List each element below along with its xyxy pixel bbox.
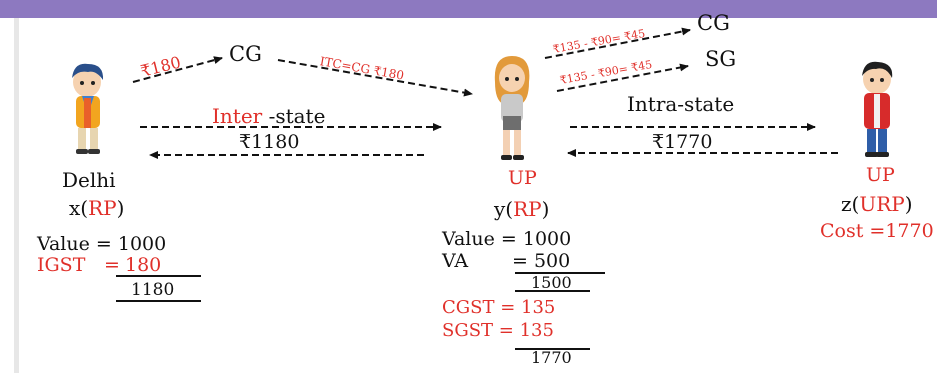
sg-label: SG (705, 47, 737, 71)
x-igst-value: 180 (125, 254, 162, 276)
y-cgst-line: CGST = 135 (442, 299, 555, 317)
x-igst-label: IGST (37, 254, 86, 276)
title-banner (0, 0, 937, 18)
y-value-line: Value = 1000 (442, 228, 572, 250)
z-name: z(URP) (841, 194, 913, 214)
arrow-x-to-cg (132, 56, 223, 83)
z-reg-status: URP (859, 192, 905, 216)
arrow-y-to-cg (544, 27, 691, 59)
z-place: UP (866, 164, 895, 186)
left-margin-rule (14, 18, 19, 373)
arrow-y-to-sg (556, 63, 689, 92)
inter-state-label: Inter -state (212, 106, 325, 126)
state-suffix: -state (262, 104, 326, 128)
y-reg-status: RP (513, 197, 542, 221)
y-cgst-label: CGST = (442, 297, 522, 318)
x-reg-status: RP (88, 196, 117, 220)
z-name-suffix: ) (904, 192, 913, 216)
x-value-line: Value = 1000 (37, 233, 167, 255)
x-name-suffix: ) (116, 196, 125, 220)
boy-with-scarf-icon (72, 63, 104, 154)
x-name: x(RP) (69, 198, 124, 218)
y-subtotal: 1500 (531, 273, 572, 292)
y-cgst-value: 135 (521, 297, 556, 318)
y-va-label: VA (442, 250, 469, 272)
x-total: 1180 (131, 280, 175, 300)
x-place: Delhi (62, 168, 116, 192)
inter-word: Inter (212, 104, 263, 128)
x-igst-eq: = (104, 254, 120, 276)
z-name-prefix: z( (841, 192, 860, 216)
x-name-prefix: x( (69, 196, 89, 220)
z-cost: Cost =1770 (820, 220, 934, 242)
intra-state-label: Intra-state (627, 92, 735, 116)
y-total: 1770 (531, 348, 572, 367)
y-sgst-label: SGST = (442, 320, 520, 341)
girl-icon (494, 56, 530, 160)
cg-label-left: CG (229, 42, 262, 66)
y-name-prefix: y( (494, 197, 514, 221)
amount-1770-label: ₹1770 (652, 131, 713, 153)
y-place: UP (508, 167, 537, 189)
amount-1180-label: ₹1180 (239, 131, 300, 153)
cg-label-right: CG (697, 11, 730, 35)
y-sgst-line: SGST = 135 (442, 322, 554, 340)
boy-red-jacket-icon (862, 61, 893, 157)
y-name-suffix: ) (541, 197, 550, 221)
y-va-value: = 500 (512, 250, 571, 272)
y-sgst-value: 135 (519, 320, 554, 341)
y-name: y(RP) (494, 199, 549, 219)
